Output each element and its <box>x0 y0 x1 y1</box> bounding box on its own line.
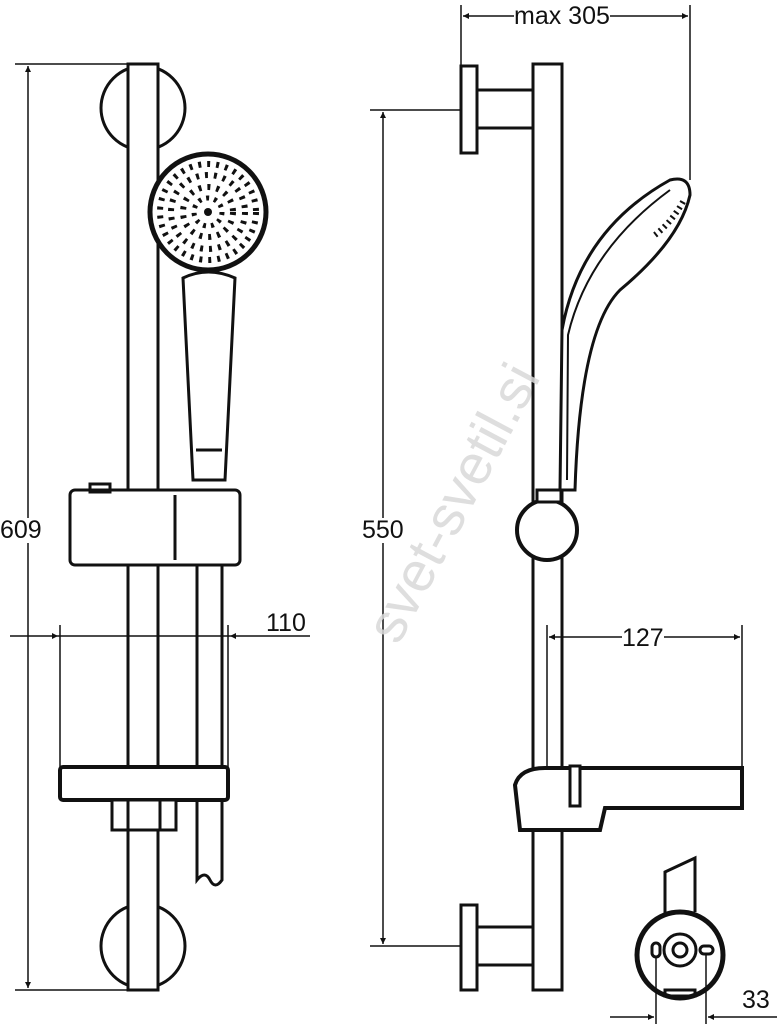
dim-609: 609 <box>0 516 42 544</box>
nut <box>110 798 178 832</box>
dim-550: 550 <box>362 516 404 544</box>
hose <box>195 565 224 887</box>
handle <box>181 270 237 482</box>
slider <box>68 488 242 567</box>
soap-dish-side <box>512 766 744 832</box>
hand-shower-side <box>558 177 692 492</box>
dim-max-305: max 305 <box>514 2 610 30</box>
bracket-detail <box>610 855 777 1024</box>
front-view <box>10 62 310 992</box>
bottom-arm <box>475 925 535 967</box>
top-flange <box>459 64 479 155</box>
dim-110: 110 <box>266 609 306 637</box>
bottom-flange <box>459 903 479 992</box>
dim-127: 127 <box>622 624 664 652</box>
top-arm <box>475 88 535 130</box>
dim-33: 33 <box>742 986 770 1014</box>
slider-side <box>515 498 579 562</box>
shower-head-nozzles <box>204 208 212 216</box>
side-view <box>370 5 744 992</box>
soap-dish <box>58 765 230 802</box>
